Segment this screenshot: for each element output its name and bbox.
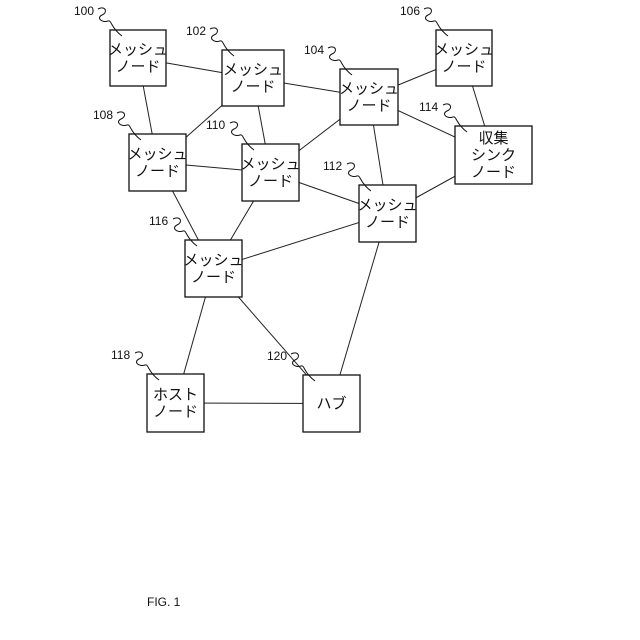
node-label-line: メッシュ (339, 80, 399, 98)
node-116: メッシュノード 116 (149, 214, 244, 297)
node-label-line: ノード (441, 58, 486, 76)
node-label-line: メッシュ (357, 196, 417, 214)
node-108: メッシュノード 108 (93, 108, 188, 191)
node-label-line: ハブ (316, 395, 346, 413)
edge-layer (138, 58, 494, 404)
node-100: メッシュノード 100 (74, 4, 168, 86)
node-label-line: メッシュ (108, 41, 168, 59)
node-label-line: メッシュ (434, 41, 494, 59)
node-104: メッシュノード 104 (304, 43, 399, 125)
node-114: 収集シンクノード 114 (419, 100, 532, 184)
node-110: メッシュノード 110 (206, 118, 301, 201)
reference-numeral: 120 (267, 349, 287, 363)
reference-numeral: 114 (419, 100, 438, 114)
node-label-line: 収集 (478, 129, 508, 147)
node-label-line: ノード (135, 162, 180, 180)
figure-caption: FIG. 1 (147, 595, 181, 609)
node-label-line: ノード (230, 78, 275, 96)
node-label-line: ノード (153, 403, 198, 421)
node-label-line: ノード (115, 58, 160, 76)
node-118: ホストノード 118 (111, 348, 204, 432)
node-102: メッシュノード 102 (186, 24, 284, 106)
node-label-line: ノード (346, 97, 391, 115)
node-label-line: シンク (471, 146, 516, 164)
node-label-line: メッシュ (183, 251, 243, 269)
reference-numeral: 116 (149, 214, 168, 228)
reference-numeral: 106 (400, 4, 420, 18)
node-label-line: ノード (365, 213, 410, 231)
node-label-line: メッシュ (127, 145, 187, 163)
reference-numeral: 102 (186, 24, 206, 38)
node-label-line: ノード (248, 172, 293, 190)
reference-numeral: 100 (74, 4, 94, 18)
node-layer: メッシュノード100メッシュノード102メッシュノード104メッシュノード106… (74, 4, 532, 432)
node-label-line: ノード (471, 163, 516, 181)
node-label-line: メッシュ (223, 61, 283, 79)
reference-numeral: 112 (323, 159, 342, 173)
reference-numeral: 118 (111, 348, 130, 362)
reference-numeral: 104 (304, 43, 324, 57)
reference-numeral: 108 (93, 108, 113, 122)
node-label-line: メッシュ (240, 155, 300, 173)
node-106: メッシュノード 106 (400, 4, 494, 86)
node-label-line: ノード (191, 268, 236, 286)
reference-numeral: 110 (206, 118, 225, 132)
node-120: ハブ 120 (267, 349, 360, 432)
node-label-line: ホスト (153, 386, 198, 404)
